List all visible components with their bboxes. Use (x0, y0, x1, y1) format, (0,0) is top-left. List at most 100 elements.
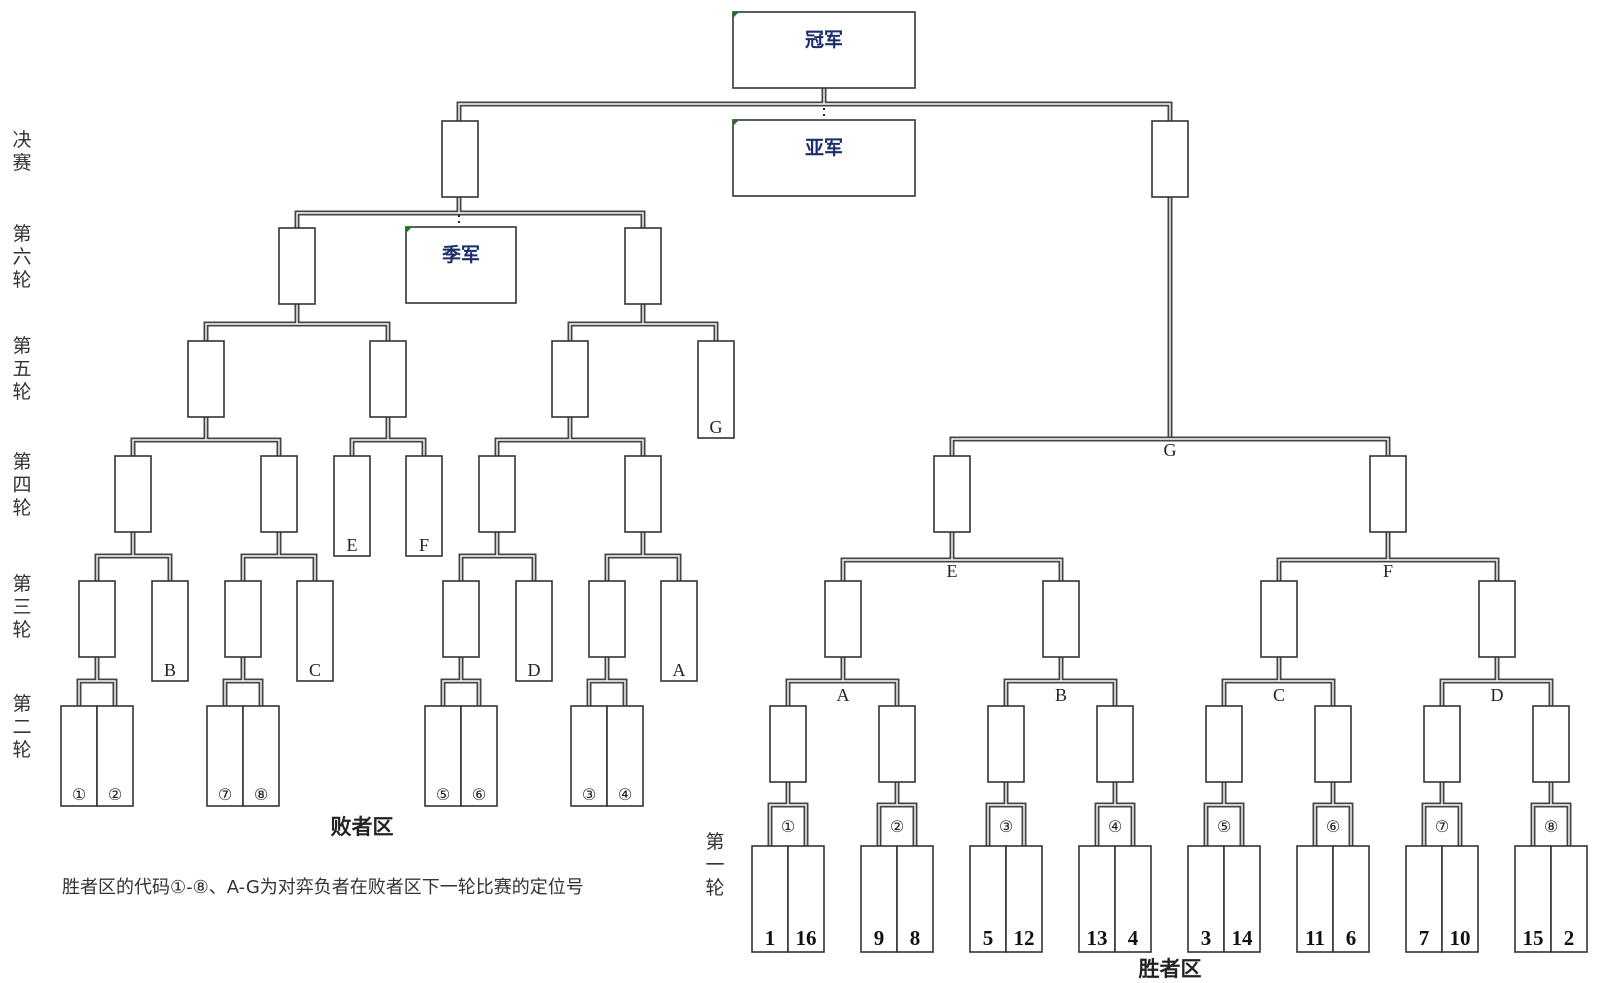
winners-r1-connector (876, 782, 918, 846)
winners-loser-code: G (1164, 440, 1177, 460)
losers-r4-connector (130, 417, 282, 456)
seed-number: 9 (874, 926, 885, 950)
round-label-final: 赛 (12, 152, 31, 174)
losers-r3-box (224, 580, 262, 658)
round-label-round3: 轮 (12, 619, 31, 641)
winners-r4-connector (949, 436, 1391, 456)
seed-number: 4 (1128, 926, 1139, 950)
winners-loser-code: ③ (999, 817, 1013, 836)
winners-r1-slot (751, 845, 789, 953)
losers-r5-box (551, 340, 589, 418)
winners-r3-box (1260, 580, 1298, 658)
losers-slot-code: ④ (618, 785, 632, 804)
winners-loser-code: ⑧ (1544, 817, 1558, 836)
winners-r1-slot (787, 845, 825, 953)
losers-r3-box (442, 580, 480, 658)
seed-number: 10 (1450, 926, 1471, 950)
round-label-round5: 五 (12, 358, 31, 380)
winners-loser-code: C (1273, 685, 1285, 705)
losers-r2-connector (440, 657, 482, 706)
round-label-round5: 轮 (12, 381, 31, 403)
seed-number: 15 (1523, 926, 1544, 950)
losers-r2-slot (60, 705, 98, 807)
losers-zone-label: 败者区 (331, 814, 394, 839)
cell-corner-marker (733, 120, 739, 126)
losers-r4-box (624, 455, 662, 533)
losers-r4-box (260, 455, 298, 533)
winners-r1-slot (1514, 845, 1552, 953)
round-label-round6: 轮 (12, 269, 31, 291)
final-winners-champion-box (1151, 120, 1189, 198)
losers-r2-slot (242, 705, 280, 807)
winners-loser-code: F (1383, 561, 1393, 581)
losers-r4-entry-box (333, 455, 371, 557)
winners-r1-slot (1550, 845, 1588, 953)
final-losers-champion-box (441, 120, 479, 198)
winners-r2-box (1096, 705, 1134, 783)
winners-r1-slot (1223, 845, 1261, 953)
winners-r1-slot (1441, 845, 1479, 953)
winners-r3-box (824, 580, 862, 658)
losers-r3-connector (240, 532, 318, 581)
losers-r2-connector (76, 657, 118, 706)
seed-number: 1 (765, 926, 776, 950)
losers-r5-left-connector (203, 304, 391, 341)
round-label-round1: 一 (705, 854, 724, 876)
round-label-round1: 第 (705, 831, 724, 853)
losers-entry-label: D (528, 660, 541, 680)
seed-number: 12 (1014, 926, 1035, 950)
winners-r1-slot (969, 845, 1007, 953)
losers-slot-code: ① (72, 785, 86, 804)
seed-number: 2 (1564, 926, 1575, 950)
losers-r2-connector (222, 657, 264, 706)
final-connector (456, 88, 1173, 121)
winners-r2-box (1532, 705, 1570, 783)
winners-r1-slot (896, 845, 934, 953)
winners-r3-box (1478, 580, 1516, 658)
winners-r1-connector (1203, 782, 1245, 846)
losers-entry-label: F (419, 535, 429, 555)
champion-box-label: 冠军 (805, 29, 843, 51)
winners-r1-connector (767, 782, 809, 846)
losers-r5-right-connector (567, 304, 719, 341)
losers-r3-entry-box (296, 580, 334, 682)
round-label-round2: 轮 (12, 739, 31, 761)
losers-r3-connector (604, 532, 682, 581)
winners-r2-connector (1221, 657, 1336, 706)
winners-r2-box (769, 705, 807, 783)
losers-slot-code: ⑥ (472, 785, 486, 804)
round-label-round6: 六 (12, 246, 31, 268)
match-boxes (60, 11, 1588, 953)
winners-r2-connector (1003, 657, 1118, 706)
third-place-box (405, 226, 517, 304)
winners-r4-box (933, 455, 971, 533)
round-label-round1: 轮 (705, 877, 724, 899)
losers-r2-slot (570, 705, 608, 807)
losers-r2-slot (96, 705, 134, 807)
seed-number: 6 (1346, 926, 1357, 950)
seed-number: 11 (1305, 926, 1325, 950)
champion-box (732, 11, 916, 89)
losers-r2-slot (206, 705, 244, 807)
losers-entry-label: G (710, 417, 723, 437)
winners-r1-slot (1405, 845, 1443, 953)
third-place-box-label: 季军 (442, 244, 480, 266)
losers-r6-connector (294, 197, 646, 228)
losers-slot-code: ⑧ (254, 785, 268, 804)
winners-loser-code: ② (890, 817, 904, 836)
losers-r6-left-box (278, 227, 316, 305)
winners-r1-slot (1187, 845, 1225, 953)
winners-r1-slot (1296, 845, 1334, 953)
losers-r6-right-box (624, 227, 662, 305)
losers-r3-connector (94, 532, 173, 581)
winners-r2-connector (785, 657, 900, 706)
winners-r2-box (1314, 705, 1352, 783)
losers-slot-code: ⑦ (218, 785, 232, 804)
round-label-round2: 二 (12, 716, 31, 738)
losers-r3-connector (458, 532, 537, 581)
winners-r3-connector (840, 532, 1064, 581)
winners-loser-code: ⑦ (1435, 817, 1449, 836)
winners-loser-code: ④ (1108, 817, 1122, 836)
